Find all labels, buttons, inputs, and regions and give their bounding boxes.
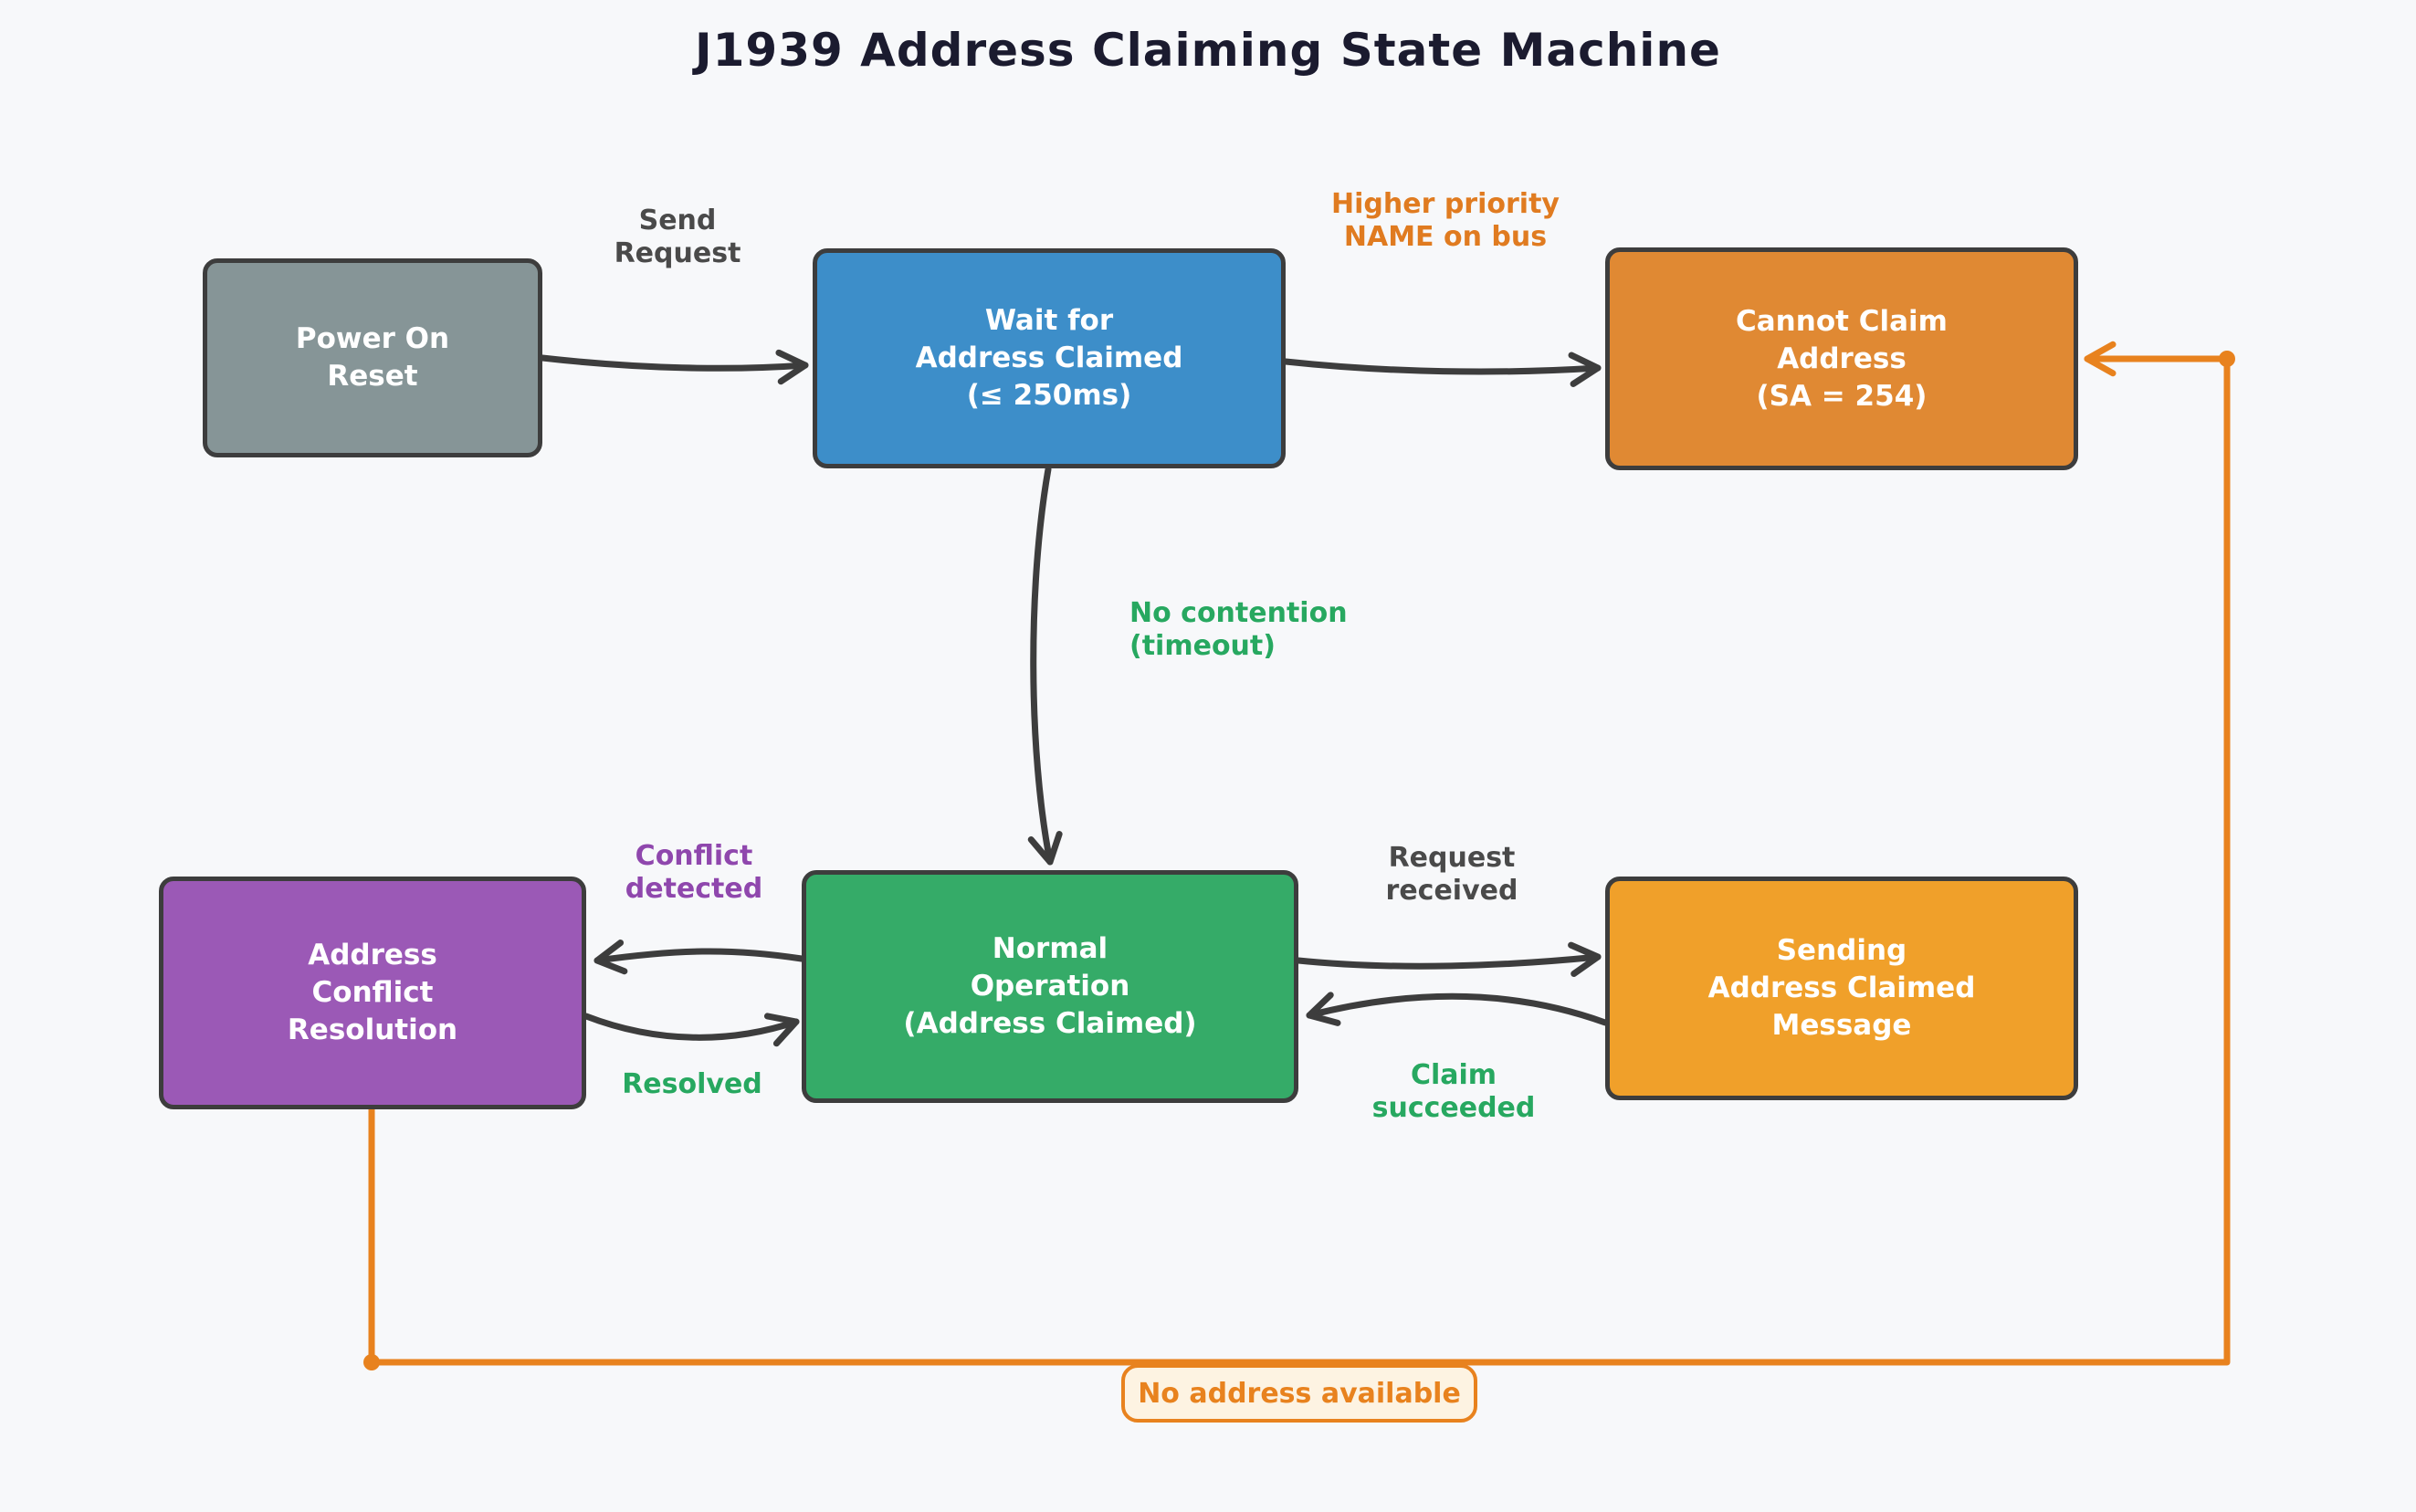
- label-resolved: Resolved: [622, 1068, 762, 1100]
- edge-send-request: [539, 349, 809, 385]
- state-sending-address-claimed: Sending Address Claimed Message: [1605, 877, 2078, 1100]
- state-normal-operation: Normal Operation (Address Claimed): [802, 870, 1298, 1103]
- state-wait-for-address-claimed: Wait for Address Claimed (≤ 250ms): [813, 248, 1286, 468]
- state-cannot-claim-address: Cannot Claim Address (SA = 254): [1605, 247, 2078, 470]
- edge-request-received: [1295, 941, 1602, 977]
- label-claim-succeeded: Claim succeeded: [1371, 1059, 1536, 1124]
- edge-conflict-detected: [593, 940, 805, 975]
- edge-no-address-available: [368, 341, 2231, 1366]
- edge-higher-priority: [1282, 352, 1602, 387]
- label-request-received: Request received: [1385, 842, 1518, 907]
- edge-joint-dot: [363, 1354, 380, 1370]
- edge-claim-succeeded: [1306, 992, 1609, 1026]
- label-conflict-detected: Conflict detected: [625, 840, 763, 905]
- badge-no-address-available: No address available: [1121, 1364, 1477, 1423]
- label-send-request: Send Request: [614, 205, 741, 269]
- page-title: J1939 Address Claiming State Machine: [695, 24, 1721, 77]
- state-address-conflict-resolution: Address Conflict Resolution: [159, 877, 586, 1109]
- edge-no-contention: [1027, 466, 1063, 866]
- label-no-contention: No contention (timeout): [1129, 597, 1348, 662]
- state-power-on-reset: Power On Reset: [203, 258, 542, 457]
- edge-joint-dot: [2219, 351, 2235, 367]
- label-higher-priority: Higher priority NAME on bus: [1331, 188, 1560, 253]
- edge-resolved: [583, 1013, 800, 1047]
